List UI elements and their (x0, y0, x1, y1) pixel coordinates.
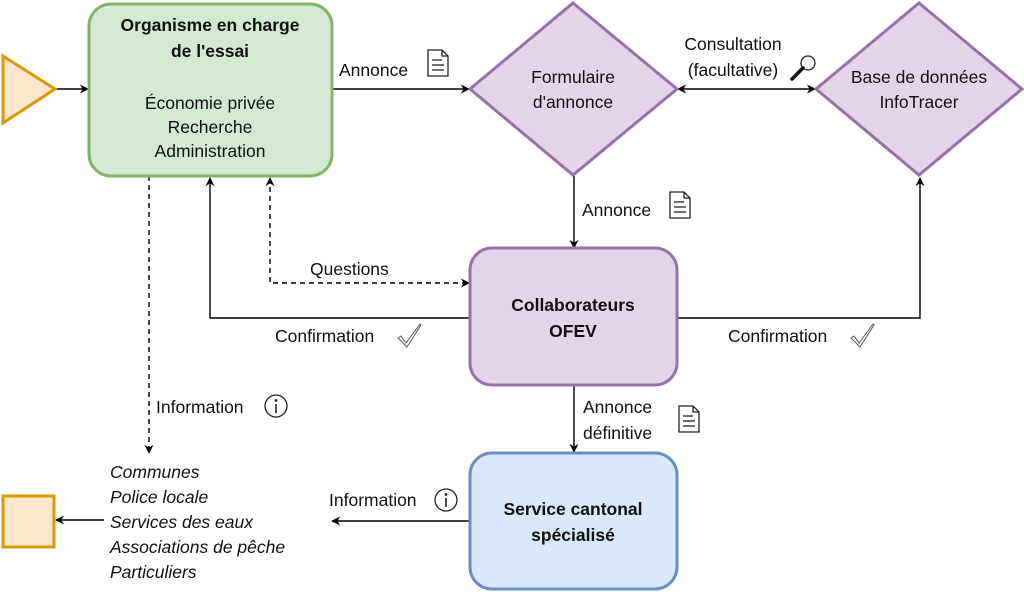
label-information-left: Information (156, 397, 244, 417)
document-icon (678, 405, 700, 433)
edge-confirmation-to-database (677, 177, 925, 319)
recipient-item: Particuliers (110, 562, 197, 582)
node-form[interactable]: Formulaire d'annonce (467, 1, 680, 177)
info-icon (434, 488, 458, 512)
magnifier-icon (790, 55, 816, 81)
label-consultation-line2: (facultative) (688, 60, 778, 80)
end-square[interactable] (1, 494, 56, 549)
label-questions: Questions (310, 259, 389, 279)
label-annonce-def-line1: Annonce (583, 397, 652, 417)
label-annonce-top: Annonce (339, 60, 408, 80)
edge-confirmation-to-organism (205, 177, 470, 319)
document-icon (427, 49, 449, 77)
cantonal-line1: Service cantonal (503, 499, 642, 519)
cantonal-line2: spécialisé (531, 525, 615, 545)
node-database[interactable]: Base de données InfoTracer (813, 1, 1024, 177)
label-annonce-mid: Annonce (582, 200, 651, 220)
organism-title-line2: de l'essai (171, 41, 249, 61)
form-line2: d'annonce (533, 92, 613, 112)
label-confirmation-right: Confirmation (728, 326, 827, 346)
info-icon (264, 394, 288, 418)
database-line1: Base de données (851, 67, 987, 87)
form-line1: Formulaire (531, 67, 615, 87)
edge-questions (265, 177, 470, 288)
database-line2: InfoTracer (879, 92, 958, 112)
organism-item: Économie privée (145, 93, 275, 113)
label-annonce-def-line2: définitive (583, 423, 652, 443)
node-organism[interactable]: Organisme en charge de l'essai Économie … (87, 2, 334, 178)
start-triangle[interactable] (1, 53, 58, 126)
recipient-item: Services des eaux (110, 512, 254, 532)
ofev-line2: OFEV (549, 321, 597, 341)
organism-item: Administration (155, 141, 266, 161)
recipient-item: Police locale (110, 487, 209, 507)
organism-title-line1: Organisme en charge (121, 15, 300, 35)
label-information-bottom: Information (329, 490, 417, 510)
recipients-list: Communes Police locale Services des eaux… (109, 462, 285, 582)
document-icon (669, 191, 691, 219)
ofev-line1: Collaborateurs (511, 295, 635, 315)
recipient-item: Communes (110, 462, 200, 482)
organism-item: Recherche (168, 117, 253, 137)
checkmark-icon (397, 323, 422, 348)
node-ofev[interactable]: Collaborateurs OFEV (468, 246, 679, 387)
checkmark-icon (850, 323, 875, 348)
node-cantonal[interactable]: Service cantonal spécialisé (468, 451, 679, 591)
label-consultation-line1: Consultation (684, 34, 781, 54)
label-confirmation-left: Confirmation (275, 326, 374, 346)
recipient-item: Associations de pêche (109, 537, 285, 557)
